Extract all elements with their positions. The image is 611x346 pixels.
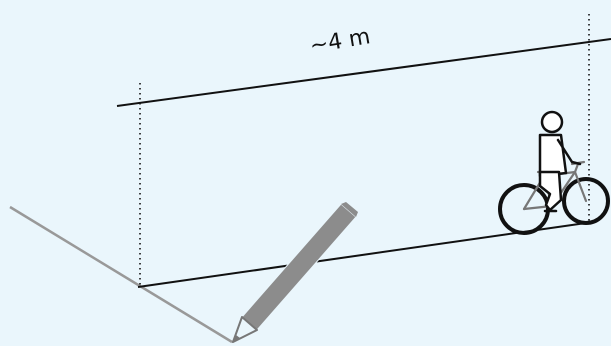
cyclist-icon bbox=[498, 110, 610, 235]
pencil-icon bbox=[232, 202, 358, 343]
front-wheel bbox=[562, 177, 610, 225]
dimension-line bbox=[116, 38, 611, 107]
ground-line bbox=[9, 205, 233, 344]
